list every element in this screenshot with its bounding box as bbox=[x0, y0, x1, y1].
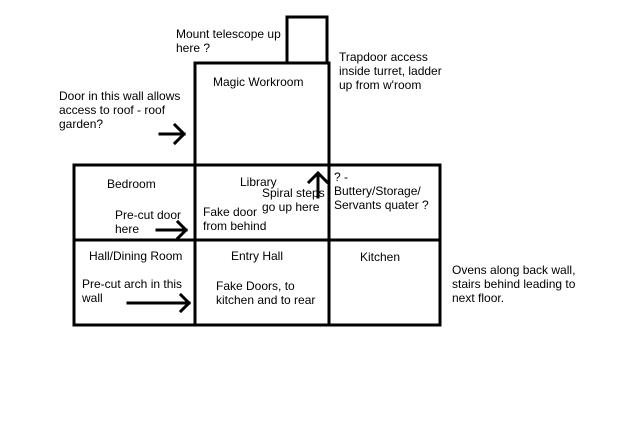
room-label-kitchen: Kitchen bbox=[360, 250, 401, 264]
note-precut-arch: Pre-cut arch in this wall bbox=[82, 277, 183, 305]
note-spiral-steps: Spiral steps go up here bbox=[262, 186, 325, 214]
precut-door-arrow bbox=[155, 219, 189, 241]
room-label-hall-dining: Hall/Dining Room bbox=[89, 249, 183, 263]
roof-door-arrow bbox=[158, 122, 187, 146]
room-label-library: Library bbox=[240, 175, 277, 189]
room-label-buttery: ? - Buttery/Storage/ Servants quater ? bbox=[334, 170, 429, 212]
room-label-magic-workroom: Magic Workroom bbox=[213, 75, 304, 89]
room-label-bedroom: Bedroom bbox=[107, 177, 156, 191]
note-fake-doors: Fake Doors, to kitchen and to rear bbox=[216, 279, 316, 307]
note-fake-door: Fake door from behind bbox=[203, 205, 267, 233]
main-floor-outline bbox=[72, 163, 442, 327]
spiral-steps-arrow bbox=[306, 170, 330, 199]
note-precut-door: Pre-cut door here bbox=[115, 208, 182, 236]
turret-wall bbox=[285, 15, 329, 65]
precut-arch-arrow bbox=[126, 292, 192, 314]
note-roof-door: Door in this wall allows access to roof … bbox=[59, 89, 181, 131]
note-ovens: Ovens along back wall, stairs behind lea… bbox=[452, 263, 576, 305]
note-trapdoor: Trapdoor access inside turret, ladder up… bbox=[339, 50, 442, 92]
room-label-entry-hall: Entry Hall bbox=[231, 249, 284, 263]
note-telescope: Mount telescope up here ? bbox=[176, 27, 281, 55]
